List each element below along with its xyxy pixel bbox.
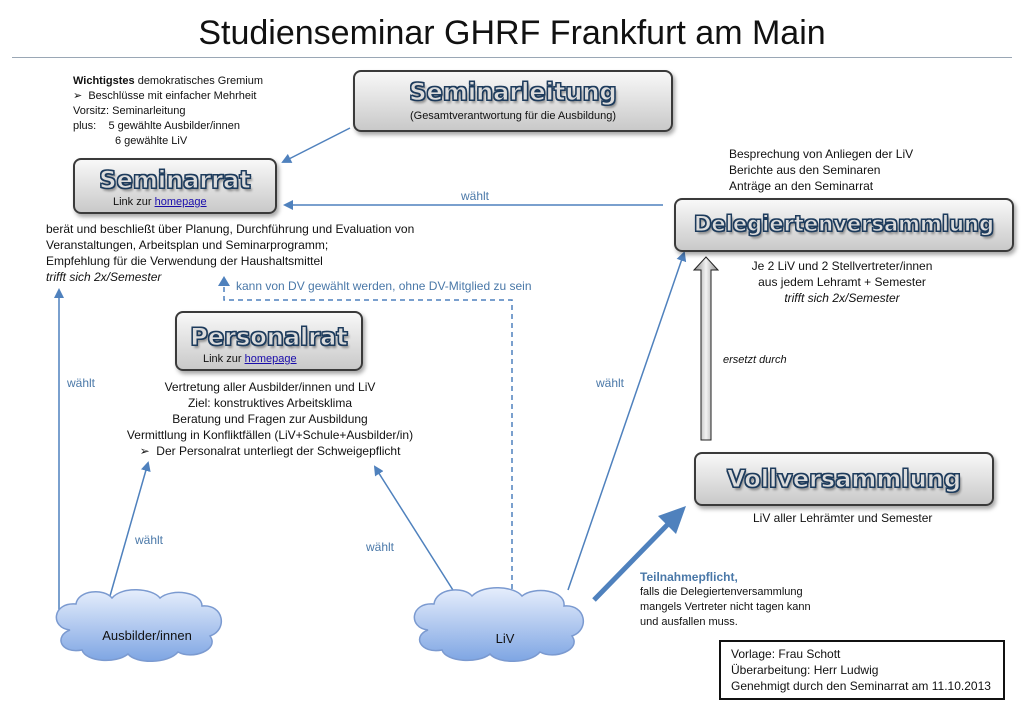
seminarrat-box: Seminarrat Link zur homepage: [73, 158, 277, 214]
personalrat-homepage-link[interactable]: homepage: [244, 353, 297, 365]
page-title: Studienseminar GHRF Frankfurt am Main: [198, 14, 826, 52]
label-ersetzt-durch: ersetzt durch: [723, 354, 787, 366]
vollversammlung-box: Vollversammlung: [694, 452, 994, 506]
personalrat-desc-line: Vermittlung in Konfliktfällen (LiV+Schul…: [126, 428, 414, 442]
label-waehlt-dv: wählt: [461, 189, 490, 203]
seminarrat-link-row: Link zur homepage: [113, 196, 207, 208]
label-waehlt-liv-dv: wählt: [596, 376, 625, 390]
credit-box: Vorlage: Frau Schott Überarbeitung: Herr…: [719, 640, 1005, 700]
delegierten-task: Besprechung von Anliegen der LiV: [729, 147, 914, 161]
delegierten-task: Anträge an den Seminarrat: [729, 179, 874, 193]
teilnahme-line: und ausfallen muss.: [640, 616, 738, 628]
personalrat-desc-line: Vertretung aller Ausbilder/innen und LiV: [164, 380, 376, 394]
seminarrat-info-plus-label: plus:: [73, 120, 97, 132]
seminarrat-homepage-link[interactable]: homepage: [154, 196, 207, 208]
personalrat-box: Personalrat Link zur homepage: [175, 311, 363, 371]
cloud-ausbilder: [55, 589, 223, 662]
cloud-liv: [413, 587, 585, 662]
arrow-liv-to-pr: [373, 465, 459, 599]
arrow-liv-to-vv: [592, 518, 674, 602]
label-waehlt-ausbilder-rat: wählt: [67, 376, 96, 390]
seminarrat-desc-line: Empfehlung für die Verwendung der Hausha…: [46, 254, 323, 268]
seminarrat-info-plus2: 6 gewählte LiV: [115, 135, 188, 147]
delegierten-composition-line: Je 2 LiV und 2 Stellvertreter/innen: [751, 259, 933, 273]
seminarrat-info-bullet: Beschlüsse mit einfacher Mehrheit: [88, 90, 257, 102]
vollversammlung-description: LiV aller Lehrämter und Semester: [753, 511, 933, 525]
seminarrat-link-prefix: Link zur: [113, 196, 155, 208]
teilnahme-heading: Teilnahmepflicht,: [640, 570, 738, 584]
seminarrat-desc-line: berät und beschließt über Planung, Durch…: [46, 222, 415, 236]
bullet-arrow-icon: ➢: [73, 90, 83, 102]
personalrat-link-row: Link zur homepage: [203, 353, 297, 365]
cloud-ausbilder-label: Ausbilder/innen: [102, 628, 192, 643]
seminarrat-info-plus1: 5 gewählte Ausbilder/innen: [108, 120, 240, 132]
seminarrat-meeting-frequency: trifft sich 2x/Semester: [46, 270, 162, 284]
personalrat-bullet: Der Personalrat unterliegt der Schweigep…: [156, 444, 401, 458]
title-divider: [12, 57, 1012, 58]
seminarrat-desc-line: Veranstaltungen, Arbeitsplan und Seminar…: [46, 238, 329, 252]
dashed-liv-to-rat: [223, 278, 513, 598]
credit-line: Überarbeitung: Herr Ludwig: [731, 663, 879, 677]
arrow-vv-replaces-dv: [692, 256, 720, 441]
bullet-arrow-icon: ➢: [139, 444, 150, 458]
personalrat-desc-line: Beratung und Fragen zur Ausbildung: [172, 412, 368, 426]
delegierten-composition: Je 2 LiV und 2 Stellvertreter/innen aus …: [732, 258, 952, 306]
seminarleitung-box: Seminarleitung (Gesamtverantwortung für …: [353, 70, 673, 132]
credit-line: Genehmigt durch den Seminarrat am 11.10.…: [731, 679, 991, 693]
teilnahme-line: falls die Delegiertenversammlung: [640, 586, 803, 598]
label-waehlt-liv-pr: wählt: [366, 540, 395, 554]
arrow-liv-to-dv: [567, 251, 687, 591]
seminarleitung-subtitle: (Gesamtverantwortung für die Ausbildung): [409, 110, 617, 122]
seminarrat-info-rest: demokratisches Gremium: [134, 75, 264, 87]
teilnahme-note: Teilnahmepflicht, falls die Delegiertenv…: [640, 570, 840, 630]
cloud-liv-label: LiV: [495, 631, 515, 646]
arrow-ausbilder-to-pr: [109, 461, 151, 597]
personalrat-link-prefix: Link zur: [203, 353, 245, 365]
seminarrat-info: Wichtigstes demokratisches Gremium ➢ Bes…: [73, 74, 303, 149]
credit-line: Vorlage: Frau Schott: [731, 647, 841, 661]
delegierten-composition-line: aus jedem Lehramt + Semester: [758, 275, 926, 289]
personalrat-desc-line: Ziel: konstruktives Arbeitsklima: [187, 396, 353, 410]
delegierten-box: Delegiertenversammlung: [674, 198, 1014, 252]
delegierten-meeting-frequency: trifft sich 2x/Semester: [784, 291, 900, 305]
seminarrat-title: Seminarrat: [99, 166, 251, 195]
seminarrat-description: berät und beschließt über Planung, Durch…: [46, 221, 466, 285]
seminarrat-info-bold: Wichtigstes: [73, 75, 135, 87]
arrow-leitung-to-rat: [281, 127, 351, 163]
seminarrat-info-vorsitz: Vorsitz: Seminarleitung: [73, 105, 186, 117]
vollversammlung-title: Vollversammlung: [726, 465, 962, 494]
delegierten-tasks: Besprechung von Anliegen der LiV Bericht…: [729, 146, 913, 194]
label-waehlt-ausbilder-pr: wählt: [135, 533, 164, 547]
teilnahme-line: mangels Vertreter nicht tagen kann: [640, 601, 811, 613]
personalrat-title: Personalrat: [190, 323, 349, 352]
seminarleitung-title: Seminarleitung: [409, 78, 617, 107]
delegierten-title: Delegiertenversammlung: [693, 212, 995, 237]
personalrat-description: Vertretung aller Ausbilder/innen und LiV…: [110, 379, 430, 459]
delegierten-task: Berichte aus den Seminaren: [729, 163, 881, 177]
label-dv-note: kann von DV gewählt werden, ohne DV-Mitg…: [236, 279, 532, 293]
